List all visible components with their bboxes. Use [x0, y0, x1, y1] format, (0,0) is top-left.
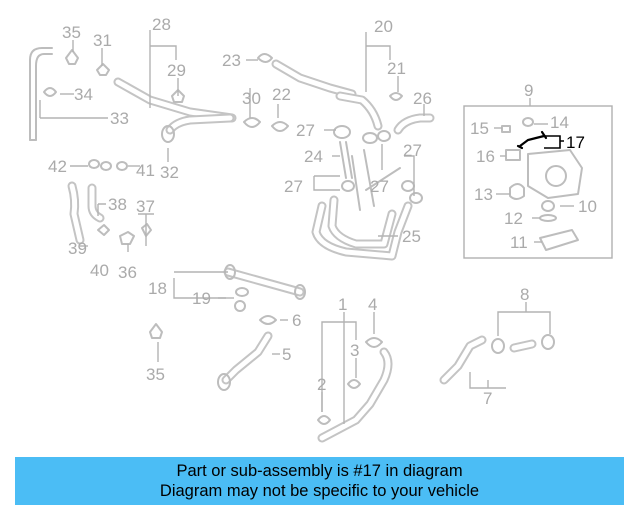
callout-37: 37 — [136, 197, 155, 216]
part-33-breather-pipe — [29, 47, 53, 141]
callout-35-bottom: 35 — [146, 365, 165, 384]
part-42-41-clamps — [88, 159, 128, 171]
part-10-12-seals — [539, 200, 557, 222]
part-2-3-clamps — [317, 379, 361, 425]
callout-5: 5 — [282, 345, 291, 364]
part-28-water-pipe — [113, 77, 237, 123]
callout-18: 18 — [148, 279, 167, 298]
part-25-pipe-assembly — [311, 149, 413, 261]
callout-27-b: 27 — [284, 177, 303, 196]
part-17-highlighted — [516, 130, 548, 150]
part-35-clip-top — [65, 49, 79, 65]
part-30-clamp — [243, 117, 261, 128]
callout-14: 14 — [550, 113, 569, 132]
part-35-clip-bottom — [149, 323, 163, 339]
part-20-hose — [335, 91, 383, 131]
callout-27-c: 27 — [370, 177, 389, 196]
callout-2: 2 — [317, 375, 326, 394]
callout-29: 29 — [167, 61, 186, 80]
part-23-hose — [257, 53, 357, 99]
callout-6: 6 — [292, 311, 301, 330]
part-11-outlet — [539, 229, 579, 251]
callout-13: 13 — [474, 185, 493, 204]
callout-41: 41 — [136, 161, 155, 180]
callout-38: 38 — [108, 195, 127, 214]
callout-34: 34 — [74, 85, 93, 104]
info-banner: Part or sub-assembly is #17 in diagram D… — [15, 457, 624, 505]
part-26-hose — [393, 113, 435, 135]
callout-15: 15 — [470, 119, 489, 138]
part-31-clip — [96, 63, 110, 76]
part-14-15-16-fittings — [501, 117, 534, 161]
callout-9: 9 — [524, 81, 533, 100]
callout-10: 10 — [578, 197, 597, 216]
callout-26: 26 — [413, 89, 432, 108]
inset-panel-9 — [463, 105, 613, 259]
banner-line-1: Part or sub-assembly is #17 in diagram — [176, 462, 463, 480]
callout-8: 8 — [520, 285, 529, 304]
callout-33: 33 — [110, 109, 129, 128]
callout-27-d: 27 — [403, 141, 422, 160]
part-24-pipe — [339, 141, 353, 179]
callout-4: 4 — [368, 295, 377, 314]
callout-39: 39 — [68, 239, 87, 258]
part-38-hose — [87, 183, 105, 223]
part-8-clamps-hose — [491, 334, 555, 354]
callout-32: 32 — [160, 163, 179, 182]
part-9-housing — [527, 149, 583, 199]
callout-20: 20 — [374, 17, 393, 36]
part-22-clamp — [271, 121, 289, 132]
callout-22: 22 — [272, 85, 291, 104]
callout-7: 7 — [483, 389, 492, 408]
part-4-clamp — [365, 337, 383, 348]
part-6-clamp — [259, 315, 277, 325]
part-40-36-37-fittings — [97, 223, 152, 245]
part-18-pipe — [223, 264, 306, 300]
part-1-hose — [317, 347, 393, 443]
callout-16: 16 — [476, 147, 495, 166]
callout-21: 21 — [387, 59, 406, 78]
part-13-gasket — [509, 183, 525, 200]
part-7-hose — [439, 335, 487, 385]
callout-19: 19 — [192, 289, 211, 308]
part-29-clip — [171, 89, 185, 103]
callout-23: 23 — [222, 51, 241, 70]
part-32-hose — [161, 113, 235, 143]
callout-24: 24 — [304, 147, 323, 166]
callout-28: 28 — [152, 15, 171, 34]
callout-42: 42 — [48, 157, 67, 176]
leader-lines — [39, 30, 574, 424]
callout-27-a: 27 — [296, 121, 315, 140]
part-5-hose — [217, 331, 273, 391]
part-39-hose — [67, 181, 85, 245]
part-19-fittings — [234, 287, 249, 312]
callout-31: 31 — [93, 31, 112, 50]
callout-40: 40 — [90, 261, 109, 280]
callout-17: 17 — [566, 133, 585, 152]
callout-25: 25 — [402, 227, 421, 246]
callout-1: 1 — [338, 295, 347, 314]
callout-35-top: 35 — [62, 23, 81, 42]
banner-line-2: Diagram may not be specific to your vehi… — [159, 482, 480, 500]
callout-11: 11 — [510, 233, 528, 252]
callout-36: 36 — [118, 263, 137, 282]
callout-30: 30 — [242, 89, 261, 108]
callout-12: 12 — [504, 209, 523, 228]
part-34-hose-clamp — [43, 87, 57, 97]
callout-3: 3 — [350, 341, 359, 360]
part-21-clamp — [389, 92, 403, 101]
